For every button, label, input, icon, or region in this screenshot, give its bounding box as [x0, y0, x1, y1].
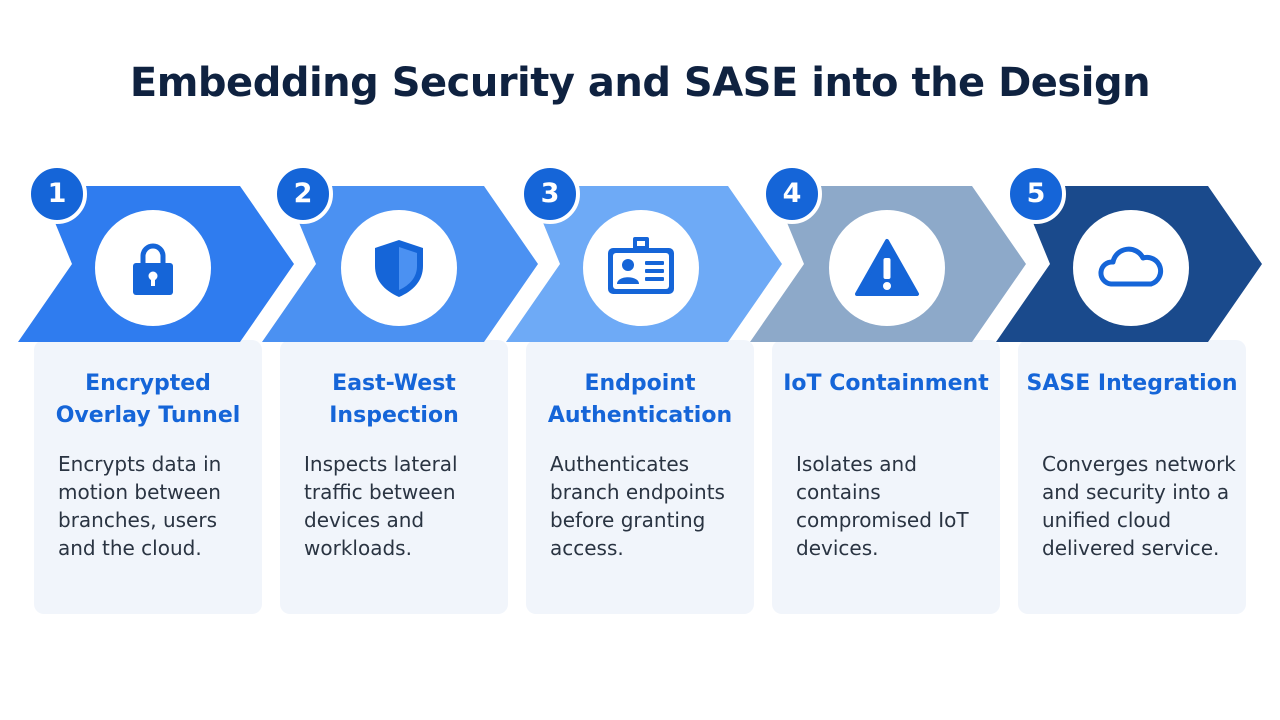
page-title: Embedding Security and SASE into the Des…	[129, 60, 1151, 106]
step-card-4: IoT Containment Isolates and contains co…	[772, 340, 1000, 614]
step-title: SASE Integration	[1026, 371, 1238, 396]
step-description: Encrypts data in motion between branches…	[58, 452, 222, 560]
step-badge-2	[273, 164, 333, 224]
step-card-5: SASE Integration Converges network and s…	[1018, 340, 1246, 614]
shield-icon	[365, 234, 433, 302]
lock-icon	[119, 234, 187, 302]
step-card-2: East-West Inspection Inspects lateral tr…	[280, 340, 508, 614]
icon-circle-5	[1073, 210, 1189, 326]
step-card-3: Endpoint Authentication Authenticates br…	[526, 340, 754, 614]
step-card-1: Encrypted Overlay Tunnel Encrypts data i…	[34, 340, 262, 614]
step-number: 3	[540, 178, 560, 209]
step-badge-5	[1006, 164, 1066, 224]
step-badge-1	[27, 164, 87, 224]
cloud-icon	[1097, 234, 1165, 302]
step-badge-3	[520, 164, 580, 224]
step-number: 4	[782, 178, 802, 209]
step-title: Endpoint Authentication	[547, 371, 733, 428]
step-description: Isolates and contains compromised IoT de…	[796, 452, 969, 560]
step-description: Converges network and security into a un…	[1042, 452, 1236, 560]
step-number: 5	[1026, 178, 1046, 209]
warning-icon	[853, 234, 921, 302]
step-badge-4	[762, 164, 822, 224]
step-number: 2	[293, 178, 313, 209]
step-description: Authenticates branch endpoints before gr…	[550, 452, 725, 560]
step-title: Encrypted Overlay Tunnel	[55, 371, 241, 428]
step-description: Inspects lateral traffic between devices…	[304, 452, 458, 560]
id-badge-icon	[607, 234, 675, 302]
step-title: IoT Containment	[783, 371, 989, 396]
step-number: 1	[47, 178, 67, 209]
step-title: East-West Inspection	[329, 371, 459, 428]
